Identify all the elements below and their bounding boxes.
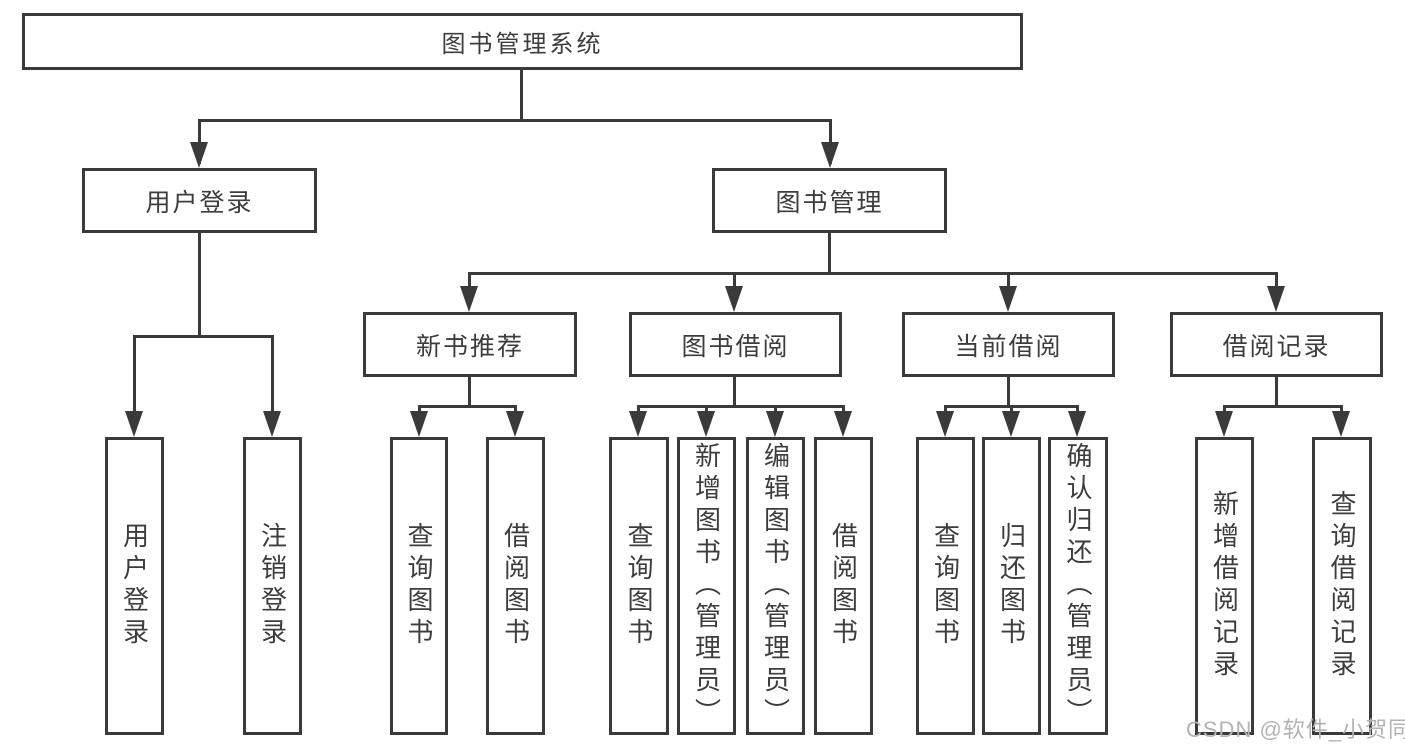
- leaf-borrow-books-borrow-label: 借阅图书: [828, 522, 859, 650]
- arrow-down-icon: [821, 142, 839, 168]
- leaf-query-borrow-record: 查询借阅记录: [1312, 437, 1372, 735]
- connector-root-stem: [520, 69, 523, 119]
- leaf-query-books-recommend-label: 查询图书: [404, 522, 434, 650]
- leaf-query-books-borrow: 查询图书: [609, 437, 669, 735]
- connector-group-down: [733, 376, 736, 408]
- arrow-down-icon: [697, 411, 715, 437]
- connector-leaf-stem: [133, 335, 136, 431]
- leaf-query-books-current: 查询图书: [916, 437, 975, 735]
- leaf-add-borrow-record-label: 新增借阅记录: [1209, 490, 1240, 682]
- node-borrow-records: 借阅记录: [1170, 312, 1383, 377]
- leaf-borrow-books-recommend: 借阅图书: [486, 437, 545, 735]
- leaf-logout-label: 注销登录: [257, 522, 288, 650]
- leaf-user-login: 用户登录: [105, 437, 164, 735]
- leaf-borrow-books-recommend-label: 借阅图书: [500, 522, 531, 650]
- connector-user-login-down: [198, 232, 201, 336]
- connector-leaf-stem: [271, 335, 274, 431]
- connector-group-rail: [637, 405, 843, 408]
- connector-level2-rail: [198, 119, 832, 122]
- arrow-down-icon: [410, 411, 428, 437]
- arrow-down-icon: [629, 411, 647, 437]
- node-user-login-label: 用户登录: [145, 188, 254, 217]
- node-book-borrow-label: 图书借阅: [681, 332, 790, 361]
- arrow-down-icon: [1002, 411, 1020, 437]
- node-book-management: 图书管理: [712, 168, 947, 233]
- arrow-down-icon: [460, 286, 478, 312]
- node-root: 图书管理系统: [22, 13, 1023, 70]
- arrow-down-icon: [125, 411, 143, 437]
- arrow-down-icon: [1215, 411, 1233, 437]
- arrow-down-icon: [263, 411, 281, 437]
- leaf-query-borrow-record-label: 查询借阅记录: [1327, 490, 1357, 682]
- node-current-borrow-label: 当前借阅: [954, 332, 1063, 361]
- node-borrow-records-label: 借阅记录: [1222, 332, 1331, 361]
- connector-group-down: [1275, 376, 1278, 408]
- connector-user-login-stem: [198, 119, 201, 164]
- leaf-return-books: 归还图书: [982, 437, 1041, 735]
- arrow-down-icon: [1332, 411, 1350, 437]
- arrow-down-icon: [766, 411, 784, 437]
- node-new-book-recommend-label: 新书推荐: [415, 332, 524, 361]
- connector-group-rail: [418, 405, 517, 408]
- arrow-down-icon: [834, 411, 852, 437]
- node-user-login: 用户登录: [82, 168, 317, 233]
- leaf-query-books-recommend: 查询图书: [390, 437, 448, 735]
- leaf-add-books-admin: 新增图书（管理员）: [677, 437, 736, 735]
- leaf-add-books-admin-label: 新增图书（管理员）: [691, 442, 722, 730]
- watermark: CSDN @软件_小贺同学: [1186, 717, 1405, 742]
- connector-book-mgmt-stem: [829, 119, 832, 164]
- connector-level3-rail: [468, 272, 1278, 275]
- connector-book-mgmt-down: [828, 233, 831, 275]
- connector-user-login-rail: [133, 335, 274, 338]
- leaf-user-login-label: 用户登录: [119, 522, 150, 650]
- connector-group-down: [1007, 376, 1010, 408]
- node-new-book-recommend: 新书推荐: [363, 312, 577, 377]
- leaf-borrow-books-borrow: 借阅图书: [814, 437, 873, 735]
- leaf-query-books-current-label: 查询图书: [930, 522, 961, 650]
- arrow-down-icon: [506, 411, 524, 437]
- node-book-borrow: 图书借阅: [629, 312, 842, 377]
- node-root-label: 图书管理系统: [441, 31, 604, 58]
- arrow-down-icon: [999, 286, 1017, 312]
- arrow-down-icon: [936, 411, 954, 437]
- leaf-return-books-label: 归还图书: [996, 522, 1027, 650]
- leaf-edit-books-admin: 编辑图书（管理员）: [746, 437, 805, 735]
- leaf-logout: 注销登录: [243, 437, 302, 735]
- leaf-query-books-borrow-label: 查询图书: [624, 522, 654, 650]
- leaf-edit-books-admin-label: 编辑图书（管理员）: [760, 442, 791, 730]
- leaf-add-borrow-record: 新增借阅记录: [1195, 437, 1254, 735]
- arrow-down-icon: [1267, 286, 1285, 312]
- node-book-management-label: 图书管理: [775, 188, 884, 217]
- connector-group-rail: [1223, 405, 1343, 408]
- node-current-borrow: 当前借阅: [902, 312, 1115, 377]
- leaf-confirm-return-admin-label: 确认归还（管理员）: [1063, 442, 1093, 730]
- arrow-down-icon: [1068, 411, 1086, 437]
- arrow-down-icon: [725, 286, 743, 312]
- leaf-confirm-return-admin: 确认归还（管理员）: [1048, 437, 1108, 735]
- arrow-down-icon: [190, 142, 208, 168]
- connector-group-down: [468, 376, 471, 408]
